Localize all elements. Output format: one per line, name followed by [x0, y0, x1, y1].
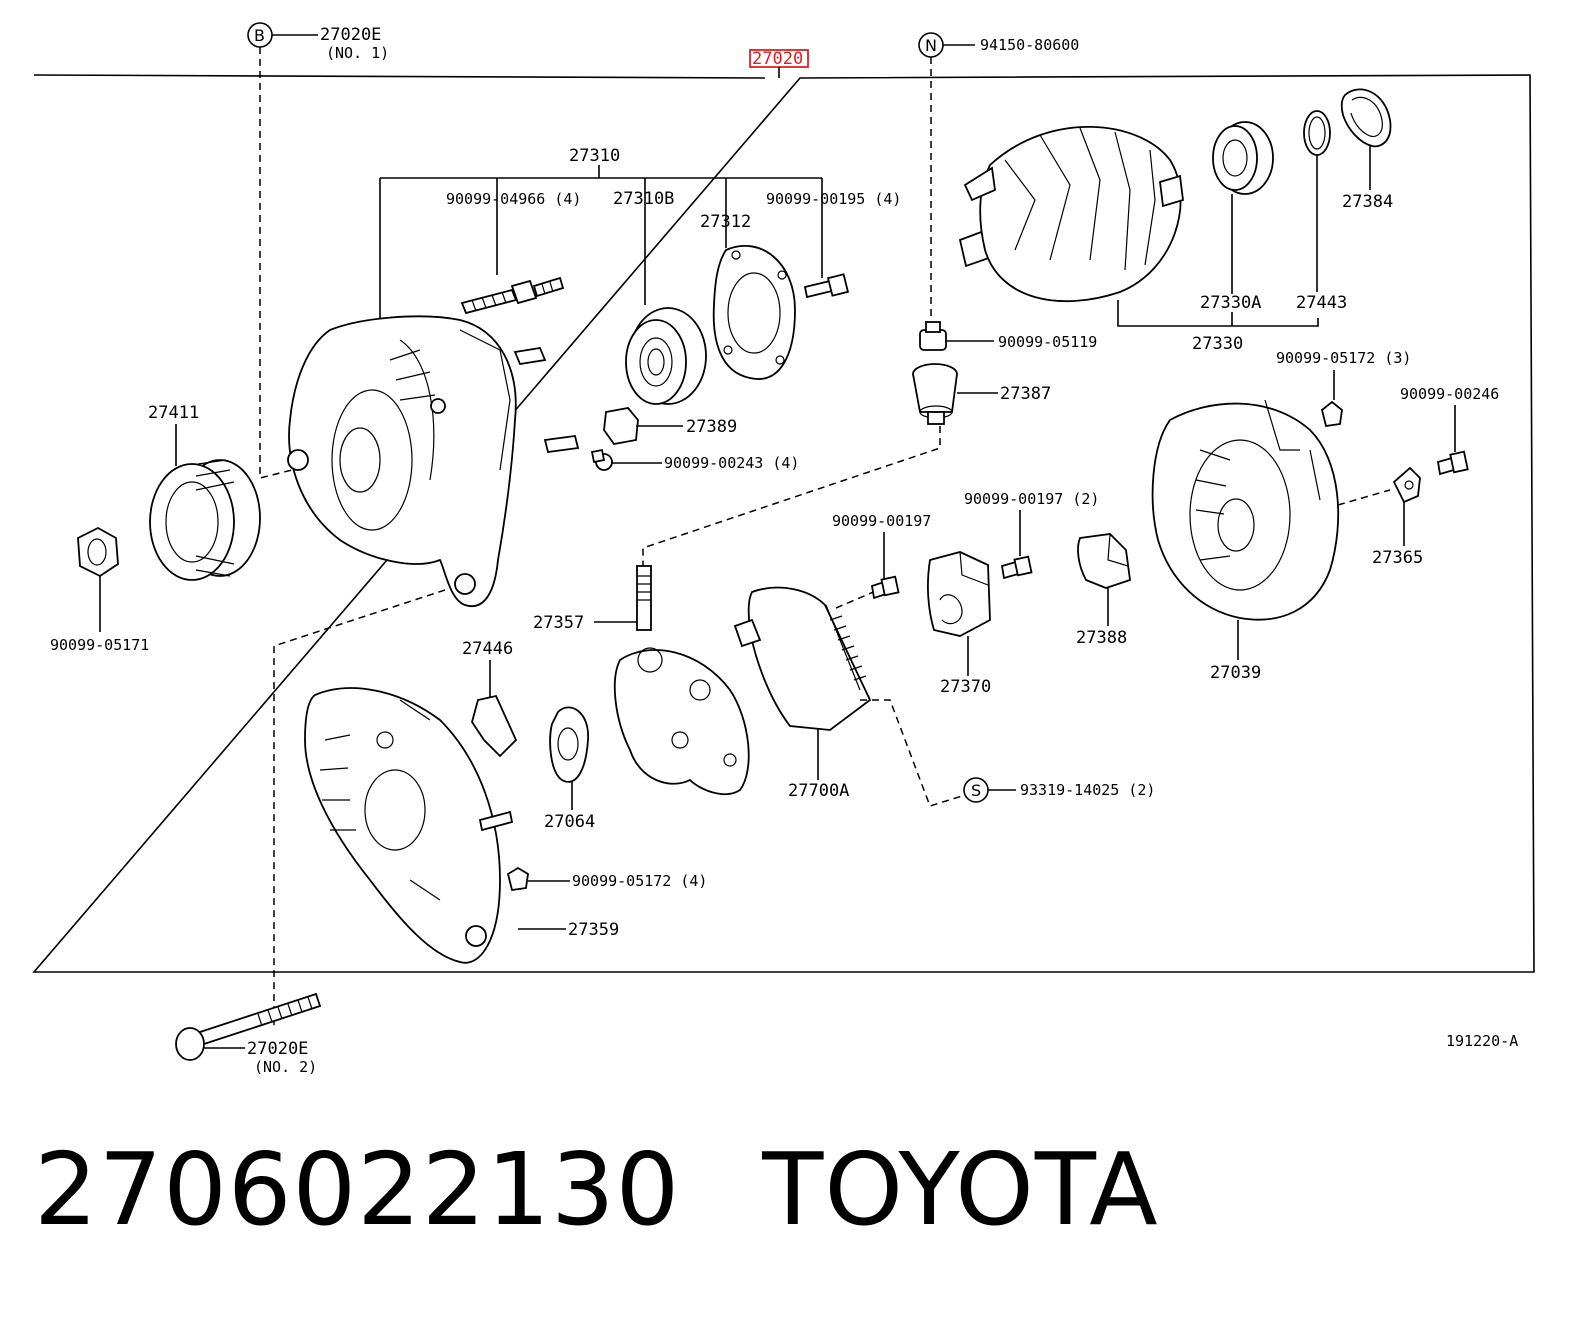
- footer-brand: TOYOTA: [762, 1131, 1159, 1248]
- label-90099-00246[interactable]: 90099-00246: [1400, 385, 1499, 403]
- label-90099-00197-2[interactable]: 90099-00197 (2): [964, 490, 1099, 508]
- cover-27388[interactable]: [1077, 533, 1131, 589]
- nut-90099-05119[interactable]: [919, 321, 947, 351]
- label-27359[interactable]: 27359: [568, 920, 619, 940]
- label-27384[interactable]: 27384: [1342, 192, 1393, 212]
- callout-b-sub: (NO. 1): [326, 44, 389, 62]
- stud-bolt[interactable]: [460, 276, 565, 315]
- bearing-27330a[interactable]: [1212, 121, 1274, 195]
- label-90099-00197[interactable]: 90099-00197: [832, 512, 931, 530]
- screw-90099-00243[interactable]: [590, 448, 613, 471]
- label-27365[interactable]: 27365: [1372, 548, 1423, 568]
- callout-n-part[interactable]: 94150-80600: [980, 36, 1079, 54]
- assembly-number[interactable]: 27020: [752, 49, 803, 69]
- callout-s-letter: S: [971, 781, 981, 800]
- screw-90099-00197[interactable]: [870, 575, 900, 600]
- label-27064[interactable]: 27064: [544, 812, 595, 832]
- label-27411[interactable]: 27411: [148, 403, 199, 423]
- nut-90099-05172-3[interactable]: [1320, 400, 1343, 428]
- callout-bolt-part[interactable]: 27020E: [247, 1039, 308, 1059]
- gasket-27064[interactable]: [549, 706, 589, 783]
- label-27387[interactable]: 27387: [1000, 384, 1051, 404]
- callout-b-part[interactable]: 27020E: [320, 25, 381, 45]
- label-90099-05171[interactable]: 90099-05171: [50, 636, 149, 654]
- callout-b-letter: B: [254, 26, 265, 45]
- screw-90099-00246[interactable]: [1436, 450, 1469, 476]
- nut-90099-05171[interactable]: [77, 526, 119, 578]
- label-90099-00195[interactable]: 90099-00195 (4): [766, 190, 901, 208]
- drive-end-frame[interactable]: [287, 315, 580, 607]
- screw-90099-00195[interactable]: [803, 273, 850, 299]
- label-27039[interactable]: 27039: [1210, 663, 1261, 683]
- assembly-frame: [32, 74, 1535, 973]
- label-90099-04966[interactable]: 90099-04966 (4): [446, 190, 581, 208]
- retainer-plate-27312[interactable]: [712, 245, 796, 380]
- label-27370[interactable]: 27370: [940, 677, 991, 697]
- callout-s-part[interactable]: 93319-14025 (2): [1020, 781, 1155, 799]
- label-27312[interactable]: 27312: [700, 212, 751, 232]
- terminal-insulator-27389[interactable]: [603, 407, 639, 445]
- label-27357[interactable]: 27357: [533, 613, 584, 633]
- pulley-27411[interactable]: [149, 459, 261, 581]
- label-90099-05119[interactable]: 90099-05119: [998, 333, 1097, 351]
- rotor-27330[interactable]: [958, 126, 1184, 303]
- label-27330[interactable]: 27330: [1192, 334, 1243, 354]
- label-27388[interactable]: 27388: [1076, 628, 1127, 648]
- label-27700a[interactable]: 27700A: [788, 781, 849, 801]
- diagram-code: 191220-A: [1446, 1032, 1518, 1050]
- label-90099-00243[interactable]: 90099-00243 (4): [664, 454, 799, 472]
- insulator-27387[interactable]: [912, 363, 958, 425]
- label-27443[interactable]: 27443: [1296, 293, 1347, 313]
- callout-n-letter: N: [925, 36, 937, 55]
- regulator-27700a[interactable]: [733, 586, 872, 731]
- clip-27365[interactable]: [1392, 466, 1421, 504]
- label-90099-05172-3[interactable]: 90099-05172 (3): [1276, 349, 1411, 367]
- label-27389[interactable]: 27389: [686, 417, 737, 437]
- footer-part-number[interactable]: 2706022130: [34, 1131, 681, 1248]
- bracket-27446[interactable]: [471, 694, 518, 758]
- exploded-parts-diagram: 27020 B 27020E (NO. 1) N 94150-80600 273…: [32, 22, 1535, 1076]
- bearing-27310b[interactable]: [625, 307, 707, 405]
- brush-holder-27370[interactable]: [927, 551, 991, 637]
- label-27310b[interactable]: 27310B: [613, 189, 674, 209]
- rectifier-end-frame-27359[interactable]: [304, 687, 514, 964]
- rectifier-27357[interactable]: [613, 565, 750, 795]
- rear-cover-27039[interactable]: [1151, 399, 1340, 621]
- through-bolt-27020e[interactable]: [175, 992, 322, 1061]
- nut-90099-05172-4[interactable]: [506, 866, 529, 892]
- label-90099-05172-4[interactable]: 90099-05172 (4): [572, 872, 707, 890]
- ring-27443[interactable]: [1303, 110, 1331, 156]
- label-27310[interactable]: 27310: [569, 146, 620, 166]
- label-27446[interactable]: 27446: [462, 639, 513, 659]
- label-27330a[interactable]: 27330A: [1200, 293, 1261, 313]
- callout-bolt-sub: (NO. 2): [254, 1058, 317, 1076]
- screw-90099-00197-2[interactable]: [1000, 555, 1033, 580]
- cover-27384[interactable]: [1340, 88, 1392, 148]
